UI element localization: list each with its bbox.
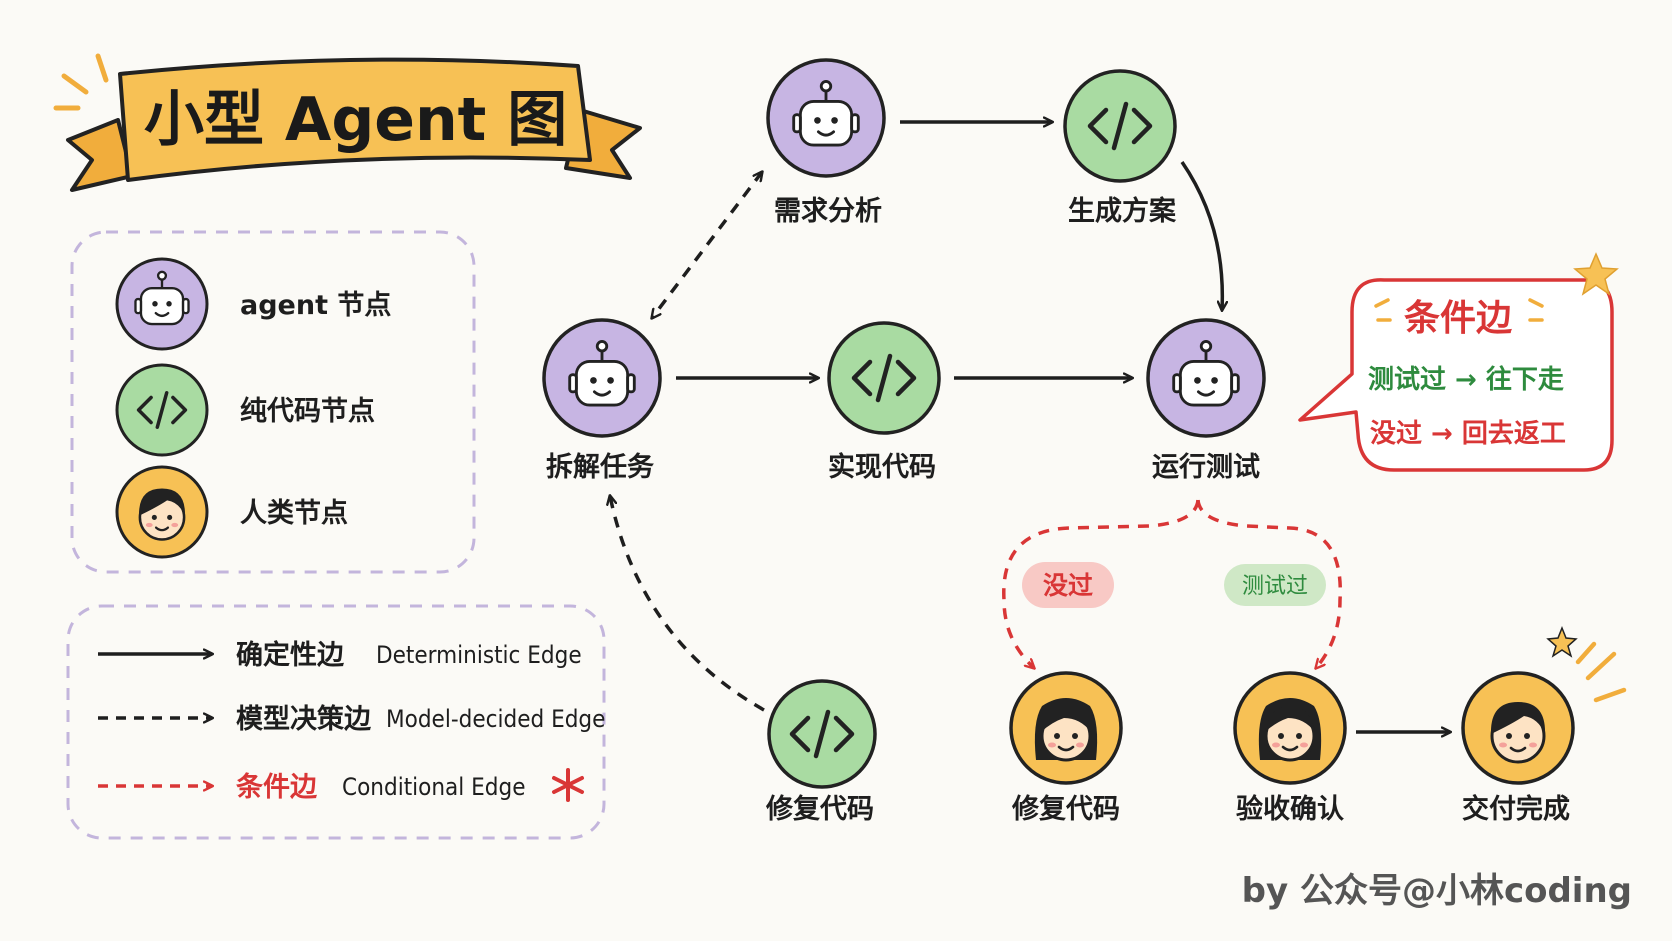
node-analysis-label: 需求分析 bbox=[774, 196, 882, 227]
edge-fix-decompose bbox=[610, 496, 765, 712]
node-plan: 生成方案 bbox=[1063, 69, 1177, 227]
legend-conditional-label: 条件边 bbox=[236, 772, 318, 803]
legend-edge-types: 确定性边 Deterministic Edge 模型决策边 Model-deci… bbox=[66, 604, 606, 840]
legend-agent-label: agent 节点 bbox=[240, 290, 391, 321]
title-banner: 小型 Agent 图 bbox=[53, 53, 642, 192]
legend-model-edge: 模型决策边 Model-decided Edge bbox=[98, 703, 605, 735]
legend-code-label: 纯代码节点 bbox=[240, 395, 375, 427]
branch-tag-pass-label: 测试过 bbox=[1242, 574, 1308, 599]
conditional-callout: 条件边 测试过 → 往下走 没过 → 回去返工 bbox=[1298, 252, 1619, 472]
legend-conditional-en: Conditional Edge bbox=[342, 773, 525, 801]
node-fix-code-human-label: 修复代码 bbox=[1011, 794, 1120, 825]
branch-tag-pass: 测试过 bbox=[1224, 564, 1326, 606]
legend-deterministic-edge: 确定性边 Deterministic Edge bbox=[98, 639, 582, 671]
star-icon bbox=[1573, 252, 1619, 296]
page-title: 小型 Agent 图 bbox=[144, 85, 567, 155]
node-implement: 实现代码 bbox=[827, 321, 941, 483]
node-acceptance-label: 验收确认 bbox=[1236, 793, 1344, 825]
edge-runtest-fail bbox=[1002, 499, 1200, 668]
legend-agent-node: agent 节点 bbox=[115, 257, 391, 351]
node-implement-label: 实现代码 bbox=[828, 451, 936, 483]
node-deliver: 交付完成 bbox=[1461, 625, 1627, 825]
asterisk-icon bbox=[552, 768, 584, 802]
graph-edges bbox=[610, 122, 1450, 732]
node-fix-code-auto: 修复代码 bbox=[765, 679, 877, 825]
legend-human-node: 人类节点 bbox=[115, 465, 348, 559]
legend-deterministic-en: Deterministic Edge bbox=[376, 641, 582, 669]
celebration-icon bbox=[1546, 625, 1627, 703]
node-plan-label: 生成方案 bbox=[1068, 195, 1177, 227]
credit-text: by 公众号@小林coding bbox=[1242, 871, 1632, 911]
legend-node-types: agent 节点 纯代码节点 人类节点 bbox=[70, 230, 476, 574]
legend-code-node: 纯代码节点 bbox=[115, 363, 375, 457]
person-icon bbox=[137, 487, 187, 541]
node-analysis: 需求分析 bbox=[766, 58, 886, 227]
legend-conditional-edge: 条件边 Conditional Edge bbox=[98, 768, 584, 803]
node-runtest: 运行测试 bbox=[1146, 318, 1266, 483]
branch-tag-fail-label: 没过 bbox=[1043, 571, 1093, 600]
edge-runtest-pass bbox=[1196, 499, 1342, 668]
person-icon bbox=[1033, 696, 1099, 762]
callout-pass-line: 测试过 → 往下走 bbox=[1368, 364, 1564, 395]
node-fix-code-human: 修复代码 bbox=[1009, 671, 1123, 825]
edge-plan-runtest bbox=[1180, 161, 1222, 310]
callout-sparkle-icon bbox=[1374, 298, 1544, 322]
person-icon bbox=[1257, 696, 1323, 762]
node-fix-code-auto-label: 修复代码 bbox=[765, 794, 874, 825]
node-acceptance: 验收确认 bbox=[1233, 671, 1347, 825]
node-decompose-label: 拆解任务 bbox=[546, 452, 654, 483]
node-deliver-label: 交付完成 bbox=[1462, 793, 1570, 825]
sparkle-lines-icon bbox=[53, 53, 109, 111]
callout-title: 条件边 bbox=[1404, 298, 1512, 339]
legend-human-label: 人类节点 bbox=[240, 498, 348, 529]
legend-deterministic-label: 确定性边 bbox=[236, 639, 345, 671]
person-icon bbox=[1489, 700, 1547, 764]
branch-tag-fail: 没过 bbox=[1022, 562, 1114, 608]
legend-model-label: 模型决策边 bbox=[236, 703, 372, 735]
edge-analysis-decompose bbox=[652, 172, 762, 318]
callout-fail-line: 没过 → 回去返工 bbox=[1370, 419, 1566, 449]
legend-model-en: Model-decided Edge bbox=[386, 705, 605, 733]
node-decompose: 拆解任务 bbox=[542, 318, 662, 483]
node-runtest-label: 运行测试 bbox=[1152, 451, 1260, 483]
